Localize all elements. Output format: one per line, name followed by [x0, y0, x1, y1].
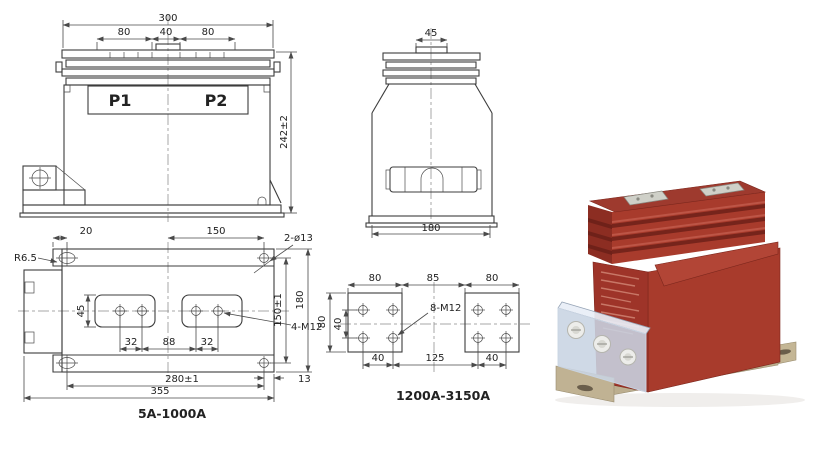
front-view-outline: [19, 43, 285, 218]
plan-dim-13: 13: [298, 374, 311, 385]
pattern-dim-80-right: 80: [486, 273, 499, 284]
pattern-dim-85: 85: [427, 273, 440, 284]
plan-dim-180: 180: [295, 290, 306, 309]
front-dim-300: 300: [158, 13, 177, 24]
side-dim-180: 180: [421, 223, 440, 234]
front-terminal-p2: P2: [205, 91, 228, 110]
fin-grooves: [588, 201, 765, 255]
pattern-caption: 1200A-3150A: [396, 388, 490, 403]
pattern-dim-125: 125: [425, 353, 444, 364]
pattern-dim-80-height: 80: [317, 316, 328, 329]
plan-dim-150: 150: [206, 226, 225, 237]
front-terminal-p1: P1: [109, 91, 132, 110]
front-dim-80-right: 80: [202, 27, 215, 38]
front-dim-80-left: 80: [118, 27, 131, 38]
plan-dim-45: 45: [76, 305, 87, 318]
side-view: 45 180: [365, 28, 498, 238]
pattern-dim-40-vertical: 40: [333, 318, 344, 331]
pattern-dim-40-left: 40: [372, 353, 385, 364]
front-view-dimensions: 300 80 40 80 242±2: [62, 13, 297, 214]
plan-view: 20 150 2-ø13 R6.5 45 32 88 32 4-M12: [14, 226, 322, 421]
pattern-note-8-m12: 8-M12: [430, 303, 461, 314]
pattern-dim-40-right: 40: [486, 353, 499, 364]
hole-pattern-dimensions: 80 85 80 80 40 8-M12 40 125 40: [317, 273, 520, 369]
primary-terminal-right: [699, 182, 745, 197]
terminal-screws: [567, 321, 637, 366]
side-view-dimensions: 45 180: [371, 28, 491, 238]
plan-dim-355: 355: [150, 386, 169, 397]
plan-dim-88: 88: [163, 337, 176, 348]
plan-dim-32-right: 32: [201, 337, 214, 348]
hole-pattern-outline: [347, 292, 520, 353]
plan-caption: 5A-1000A: [138, 406, 206, 421]
plan-dim-20: 20: [80, 226, 93, 237]
plan-note-r6-5: R6.5: [14, 253, 37, 264]
side-dim-45: 45: [425, 28, 438, 39]
plan-dim-150-1: 150±1: [273, 293, 284, 327]
front-view: 300 80 40 80 242±2 P1 P2: [19, 13, 297, 222]
plan-note-2xd13: 2-ø13: [284, 233, 313, 244]
side-view-outline: [365, 46, 498, 228]
front-dim-40: 40: [160, 27, 173, 38]
primary-terminal-left: [623, 190, 669, 206]
plan-dim-32-left: 32: [125, 337, 138, 348]
plan-view-dimensions: 20 150 2-ø13 R6.5 45 32 88 32 4-M12: [14, 226, 322, 402]
body-shoulder-wedge: [654, 241, 779, 287]
photo-shadow: [555, 393, 805, 407]
pattern-dim-80-left: 80: [369, 273, 382, 284]
plan-dim-280: 280±1: [165, 374, 199, 385]
front-dim-242: 242±2: [279, 115, 290, 149]
plan-view-outline: [23, 248, 275, 373]
product-photo: [555, 180, 805, 407]
hole-pattern-view: 80 85 80 80 40 8-M12 40 125 40 1200A-315…: [317, 273, 530, 403]
